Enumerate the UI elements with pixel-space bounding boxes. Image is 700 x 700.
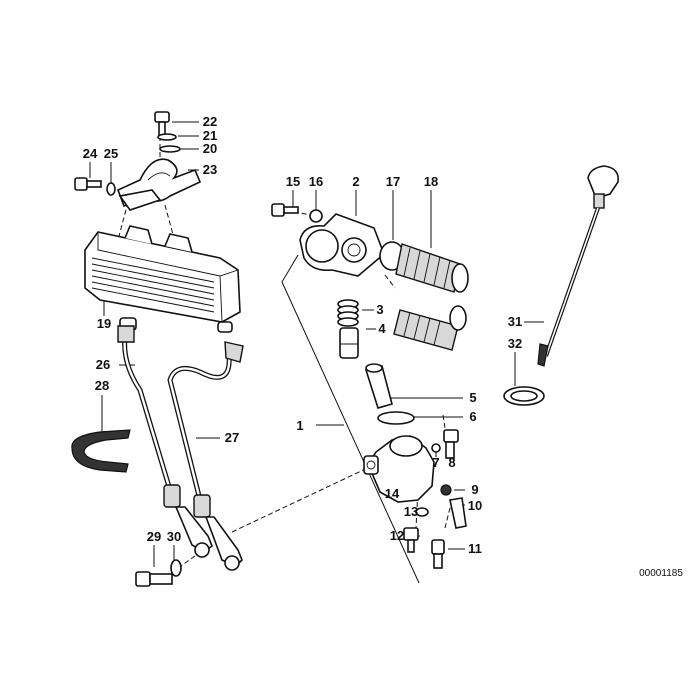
- callout-1: 1: [296, 418, 303, 433]
- callout-3: 3: [376, 302, 383, 317]
- oil-cooler-parts: [71, 111, 244, 587]
- callout-31: 31: [508, 314, 522, 329]
- callout-32: 32: [508, 336, 522, 351]
- dipstick-parts: [503, 165, 620, 406]
- callout-24: 24: [83, 146, 98, 161]
- callout-14: 14: [385, 486, 400, 501]
- oil-filter-parts: [271, 203, 469, 569]
- callout-27: 27: [225, 430, 239, 445]
- filter-mesh: [403, 247, 451, 289]
- callout-25: 25: [104, 146, 118, 161]
- callout-labels: 1 2 3 4 5 6 7 8 9 10 11 12 13 14 15 16 1…: [83, 114, 522, 556]
- callout-6: 6: [469, 409, 476, 424]
- callout-29: 29: [147, 529, 161, 544]
- callout-22: 22: [203, 114, 217, 129]
- callout-20: 20: [203, 141, 217, 156]
- callout-19: 19: [97, 316, 111, 331]
- callout-28: 28: [95, 378, 109, 393]
- callout-30: 30: [167, 529, 181, 544]
- cooler-fins: [91, 257, 215, 313]
- callout-11: 11: [468, 541, 482, 556]
- callout-2: 2: [352, 174, 359, 189]
- callout-21: 21: [203, 128, 217, 143]
- filter-mesh-2: [403, 311, 441, 346]
- callout-8: 8: [448, 455, 455, 470]
- callout-10: 10: [468, 498, 482, 513]
- callout-16: 16: [309, 174, 323, 189]
- callout-23: 23: [203, 162, 217, 177]
- callout-17: 17: [386, 174, 400, 189]
- spring: [337, 299, 359, 327]
- callout-15: 15: [286, 174, 300, 189]
- callout-12: 12: [390, 528, 404, 543]
- callout-13: 13: [404, 504, 418, 519]
- callout-4: 4: [378, 321, 386, 336]
- callout-7: 7: [432, 455, 439, 470]
- callout-5: 5: [469, 390, 476, 405]
- diagram-reference-code: 00001185: [639, 568, 683, 579]
- callout-18: 18: [424, 174, 438, 189]
- callout-9: 9: [471, 482, 478, 497]
- callout-26: 26: [96, 357, 110, 372]
